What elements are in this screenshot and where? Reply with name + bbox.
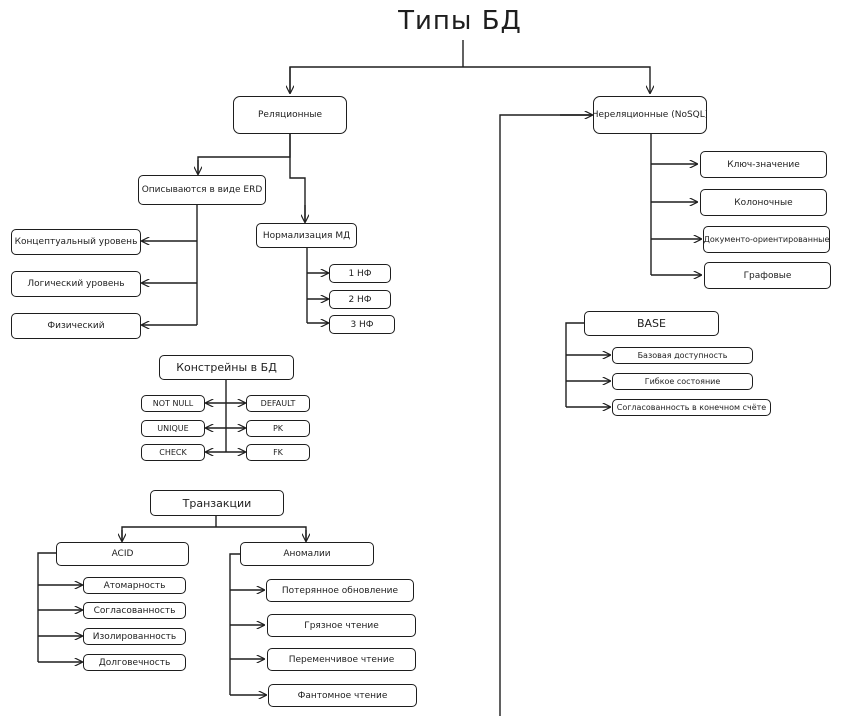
node-constraint: DEFAULT [246, 395, 310, 412]
node-anomaly-item-label: Фантомное чтение [297, 690, 388, 701]
node-constraint: FK [246, 444, 310, 461]
node-anomaly-item-label: Переменчивое чтение [288, 654, 395, 665]
node-anomaly-item-label: Потерянное обновление [281, 585, 399, 596]
node-base-item-label: Гибкое состояние [644, 377, 721, 386]
node-base-item-label: Согласованность в конечном счёте [616, 403, 767, 412]
node-base-label: BASE [636, 317, 666, 330]
node-constraint-label: UNIQUE [157, 424, 189, 433]
node-erd-level-label: Физический [47, 321, 105, 331]
node-constraint-label: FK [273, 448, 283, 457]
node-normalization: Нормализация МД [256, 223, 357, 248]
node-anomalies: Аномалии [240, 542, 374, 566]
node-acid-item-label: Согласованность [93, 605, 176, 616]
node-acid-item: Атомарность [83, 577, 186, 594]
node-erd: Описываются в виде ERD [138, 175, 266, 205]
node-constraints: Констрейны в БД [159, 355, 294, 380]
node-erd-label: Описываются в виде ERD [141, 185, 263, 195]
node-constraint: PK [246, 420, 310, 437]
node-anomalies-label: Аномалии [283, 549, 331, 559]
edge-root [289, 40, 650, 93]
diagram-title: Типы БД [398, 6, 522, 36]
node-base-item-label: Базовая доступность [637, 351, 728, 360]
node-erd-level-label: Логический уровень [27, 279, 125, 289]
node-constraint: CHECK [141, 444, 205, 461]
node-acid: ACID [56, 542, 189, 566]
node-anomaly-item: Потерянное обновление [266, 579, 414, 602]
node-erd-level: Концептуальный уровень [11, 229, 141, 255]
node-constraint: UNIQUE [141, 420, 205, 437]
node-anomaly-item-label: Грязное чтение [304, 620, 379, 631]
node-acid-label: ACID [111, 549, 134, 559]
node-acid-item-label: Изолированность [92, 631, 177, 642]
node-normal-form: 2 НФ [329, 290, 391, 309]
node-acid-item-label: Долговечность [98, 657, 171, 668]
node-normal-form: 3 НФ [329, 315, 395, 334]
node-nonrelational: Нереляционные (NoSQL) [593, 96, 707, 134]
node-normalization-label: Нормализация МД [262, 230, 351, 241]
node-acid-item: Согласованность [83, 602, 186, 619]
node-nosql-kind: Колоночные [700, 189, 827, 216]
node-transactions-label: Транзакции [182, 496, 252, 510]
node-nonrelational-label: Нереляционные (NoSQL) [593, 110, 707, 120]
node-acid-item: Долговечность [83, 654, 186, 671]
node-constraint-label: DEFAULT [260, 399, 296, 408]
edge-base [565, 322, 584, 407]
edge-transactions [121, 516, 307, 541]
node-constraint-label: NOT NULL [152, 399, 194, 408]
node-relational: Реляционные [233, 96, 347, 134]
node-constraint-label: PK [272, 424, 284, 433]
node-anomaly-item: Грязное чтение [267, 614, 416, 637]
node-base: BASE [584, 311, 719, 336]
node-erd-level: Логический уровень [11, 271, 141, 297]
node-erd-level-label: Концептуальный уровень [14, 237, 138, 247]
node-nosql-kind-label: Ключ-значение [727, 159, 800, 170]
node-nosql-kind-label: Документо-ориентированные [703, 235, 830, 244]
edge-nosql-long [499, 114, 592, 716]
node-base-item: Согласованность в конечном счёте [612, 399, 771, 416]
node-nosql-kind: Документо-ориентированные [703, 226, 830, 253]
node-acid-item-label: Атомарность [103, 580, 166, 591]
node-constraints-label: Констрейны в БД [176, 361, 277, 374]
edge-anomalies [229, 553, 240, 695]
node-anomaly-item: Фантомное чтение [268, 684, 417, 707]
node-nosql-kind-label: Колоночные [734, 197, 793, 208]
node-normal-form: 1 НФ [329, 264, 391, 283]
edge-acid [37, 552, 56, 662]
node-normal-form-label: 3 НФ [350, 319, 374, 330]
node-nosql-kind-label: Графовые [743, 270, 792, 281]
edge-relational [197, 134, 291, 173]
node-relational-label: Реляционные [257, 110, 323, 120]
node-transactions: Транзакции [150, 490, 284, 516]
node-base-item: Базовая доступность [612, 347, 753, 364]
node-acid-item: Изолированность [83, 628, 186, 645]
node-normal-form-label: 2 НФ [348, 294, 372, 305]
node-base-item: Гибкое состояние [612, 373, 753, 390]
node-anomaly-item: Переменчивое чтение [267, 648, 416, 671]
node-nosql-kind: Графовые [704, 262, 831, 289]
node-constraint-label: CHECK [159, 448, 187, 457]
node-constraint: NOT NULL [141, 395, 205, 412]
node-nosql-kind: Ключ-значение [700, 151, 827, 178]
node-erd-level: Физический [11, 313, 141, 339]
node-normal-form-label: 1 НФ [348, 268, 372, 279]
